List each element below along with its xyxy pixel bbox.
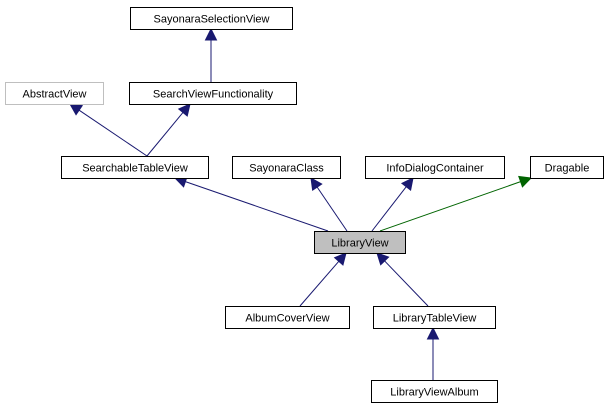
class-box — [373, 306, 496, 329]
class-node-library-table-view[interactable]: LibraryTableView — [373, 306, 496, 329]
class-node-abstract-view: AbstractView — [5, 82, 104, 105]
class-box — [371, 380, 498, 403]
class-box — [530, 156, 604, 179]
class-label: LibraryView — [331, 238, 388, 250]
edge-library-view-to-sayonara-class — [310, 177, 348, 232]
arrowhead — [69, 103, 84, 116]
arrowhead — [204, 27, 218, 41]
edge-library-view-album-to-library-table-view — [426, 326, 440, 380]
class-box — [61, 156, 209, 179]
edge-line — [299, 260, 340, 307]
edge-search-view-functionality-to-sayonara-selection-view — [204, 27, 218, 82]
class-box — [314, 231, 406, 254]
class-label: AlbumCoverView — [245, 313, 329, 325]
edge-library-view-to-searchable-table-view — [173, 175, 329, 232]
edge-album-cover-view-to-library-view — [299, 252, 347, 307]
class-node-library-view-album[interactable]: LibraryViewAlbum — [371, 380, 498, 403]
class-label: LibraryViewAlbum — [390, 387, 478, 399]
class-box — [129, 82, 297, 105]
edge-line — [146, 112, 184, 157]
class-label: SayonaraSelectionView — [154, 14, 270, 26]
class-label: SayonaraClass — [249, 163, 324, 175]
class-label: Dragable — [545, 163, 590, 175]
class-box — [130, 7, 293, 30]
class-node-dragable[interactable]: Dragable — [530, 156, 604, 179]
class-label: SearchViewFunctionality — [153, 89, 274, 101]
arrowhead — [177, 103, 191, 117]
class-node-sayonara-selection-view[interactable]: SayonaraSelectionView — [130, 7, 293, 30]
class-label: LibraryTableView — [393, 313, 477, 325]
class-label: AbstractView — [23, 89, 87, 101]
edge-line — [379, 181, 521, 232]
class-box — [225, 306, 350, 329]
edge-line — [185, 181, 329, 232]
class-box — [232, 156, 341, 179]
class-label: InfoDialogContainer — [386, 163, 484, 175]
class-box — [365, 156, 505, 179]
class-node-album-cover-view[interactable]: AlbumCoverView — [225, 306, 350, 329]
edge-library-view-to-info-dialog-container — [371, 177, 414, 232]
edge-line — [316, 186, 348, 232]
class-node-sayonara-class[interactable]: SayonaraClass — [232, 156, 341, 179]
class-node-searchable-table-view[interactable]: SearchableTableView — [61, 156, 209, 179]
edge-line — [78, 109, 148, 157]
class-node-info-dialog-container[interactable]: InfoDialogContainer — [365, 156, 505, 179]
edge-library-view-to-dragable — [379, 175, 533, 232]
arrowhead — [426, 326, 440, 340]
edge-line — [384, 260, 429, 307]
edge-searchable-table-view-to-abstract-view — [69, 103, 148, 157]
edge-searchable-table-view-to-search-view-functionality — [146, 103, 191, 157]
edge-library-table-view-to-library-view — [376, 252, 429, 307]
arrowhead — [376, 252, 390, 266]
class-label: SearchableTableView — [82, 163, 188, 175]
class-node-library-view: LibraryView — [314, 231, 406, 254]
arrowhead — [518, 175, 533, 188]
class-box — [5, 82, 104, 105]
edge-line — [371, 186, 407, 232]
arrowhead — [333, 252, 347, 266]
arrowhead — [400, 177, 414, 191]
class-node-search-view-functionality[interactable]: SearchViewFunctionality — [129, 82, 297, 105]
arrowhead — [310, 177, 323, 192]
